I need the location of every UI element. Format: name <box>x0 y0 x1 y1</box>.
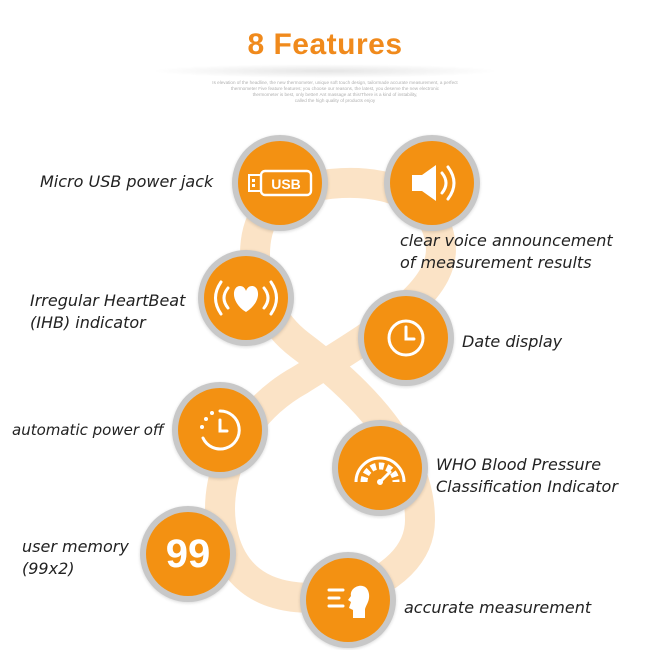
feature-poweroff-inner <box>178 388 262 472</box>
feature-poweroff-label-line: automatic power off <box>12 421 164 439</box>
feature-poweroff-circle <box>172 382 268 478</box>
speaker-icon <box>412 165 456 201</box>
feature-date-label: Date display <box>462 331 562 353</box>
feature-accuracy-circle <box>300 552 396 648</box>
feature-ihb-label: Irregular HeartBeat (IHB) indicator <box>30 290 185 334</box>
feature-date-circle <box>358 290 454 386</box>
feature-ihb-circle <box>198 250 294 346</box>
feature-accuracy-label: accurate measurement <box>404 597 591 619</box>
feature-usb-inner: USB <box>238 141 322 225</box>
feature-ihb-label-line: Irregular HeartBeat <box>30 291 186 310</box>
feature-date-label-line: Date display <box>462 332 563 351</box>
clock-icon <box>387 319 425 357</box>
intro-line: called the high quality of products enjo… <box>294 98 376 103</box>
feature-ihb-label-line: (IHB) indicator <box>30 313 146 332</box>
feature-memory-circle: 99 <box>140 506 236 602</box>
intro-line: thermometer Five feature features; you c… <box>230 86 440 91</box>
title-shadow <box>150 64 500 78</box>
intro-line: thermometer is best, only better! Ant ma… <box>252 92 418 97</box>
feature-voice-label: clear voice announcement of measurement … <box>400 230 613 274</box>
feature-memory-label-line: (99x2) <box>22 559 75 578</box>
memory-99-icon: 99 <box>165 531 211 576</box>
usb-icon-text: USB <box>271 176 301 192</box>
feature-who-label-line: Classification Indicator <box>436 477 618 496</box>
head-measure-icon <box>327 585 370 618</box>
feature-memory-label: user memory (99x2) <box>22 536 129 580</box>
feature-accuracy-inner <box>306 558 390 642</box>
feature-voice-label-line: clear voice announcement <box>400 231 613 250</box>
feature-poweroff-label: automatic power off <box>12 419 164 441</box>
feature-usb-circle: USB <box>232 135 328 231</box>
feature-date-inner <box>364 296 448 380</box>
feature-ihb-inner <box>204 256 288 340</box>
intro-line: Is elevation of the headline, the new th… <box>212 80 458 85</box>
feature-memory-label-line: user memory <box>22 537 129 556</box>
feature-usb-label-line: Micro USB power jack <box>40 172 214 191</box>
gauge-icon <box>354 456 406 485</box>
feature-memory-inner: 99 <box>146 512 230 596</box>
feature-voice-label-line: of measurement results <box>400 253 592 272</box>
feature-who-label: WHO Blood Pressure Classification Indica… <box>436 454 618 498</box>
feature-who-inner <box>338 426 422 510</box>
page-title: 8 Features <box>247 28 403 61</box>
feature-accuracy-label-line: accurate measurement <box>404 598 592 617</box>
feature-who-circle <box>332 420 428 516</box>
intro-text: Is elevation of the headline, the new th… <box>190 80 480 104</box>
feature-voice-inner <box>390 141 474 225</box>
feature-usb-label: Micro USB power jack <box>40 171 213 193</box>
feature-voice-circle <box>384 135 480 231</box>
feature-who-label-line: WHO Blood Pressure <box>436 455 602 474</box>
timer-icon <box>200 409 241 451</box>
heartbeat-icon <box>214 280 278 316</box>
usb-icon: USB <box>248 169 313 197</box>
